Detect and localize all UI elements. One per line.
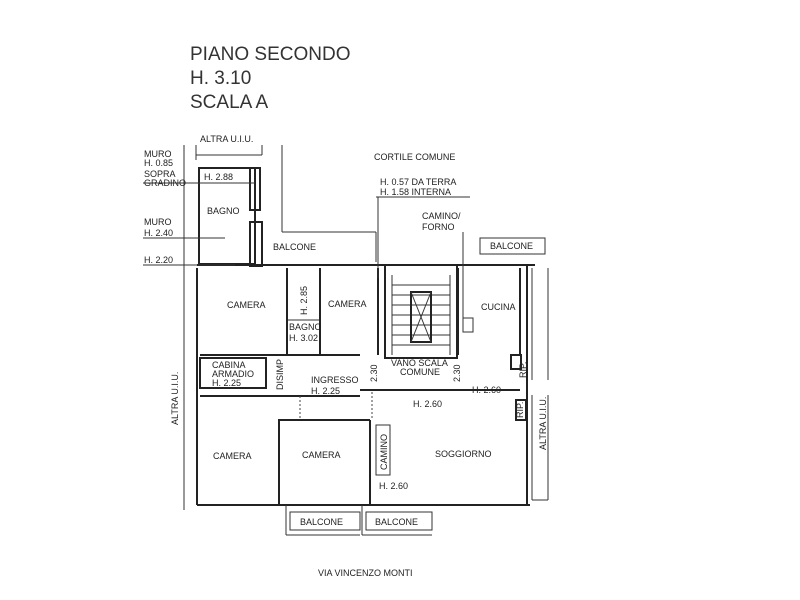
label-h225-ingresso: H. 2.25 [311,386,340,396]
label-camino: CAMINO [379,434,389,470]
label-h220: H. 2.20 [144,255,173,265]
label-h225-cabina: H. 2.25 [212,378,241,388]
room-armadio: ARMADIO [212,369,254,379]
label-h260-a: H. 2.60 [472,385,501,395]
label-sopra: SOPRA [144,169,176,179]
room-vano-scala: VANO SCALA [391,358,448,368]
label-altra-uiu-right: ALTRA U.I.U. [538,397,548,450]
label-h230-left: 2.30 [369,364,379,382]
label-rip-2: RIP. [515,402,525,418]
label-forno: FORNO [422,222,455,232]
room-soggiorno: SOGGIORNO [435,449,492,459]
label-balcone-bottom-right: BALCONE [375,517,418,527]
floor-title: PIANO SECONDO [190,44,350,65]
label-h288: H. 2.88 [204,172,233,182]
label-balcone-top-left: BALCONE [273,242,316,252]
label-altra-uiu-top: ALTRA U.I.U. [200,134,253,144]
label-camino-forno: CAMINO/ [422,211,461,221]
walls [143,145,549,536]
room-cucina: CUCINA [481,302,516,312]
label-da-terra: H. 0.57 DA TERRA [380,177,456,187]
label-muro-2: MURO [144,217,172,227]
label-altra-uiu-left: ALTRA U.I.U. [170,372,180,425]
room-camera-3: CAMERA [213,451,252,461]
room-cabina: CABINA [212,360,246,370]
label-muro-2-h: H. 2.40 [144,228,173,238]
floor-height: H. 3.10 [190,68,251,89]
stair-label: SCALA A [190,92,268,113]
labels: ALTRA U.I.U. ALTRA U.I.U. ALTRA U.I.U. M… [144,134,548,578]
room-ingresso: INGRESSO [311,375,359,385]
label-balcone-top-right: BALCONE [490,241,533,251]
room-camera-2: CAMERA [328,299,367,309]
label-interna: H. 1.58 INTERNA [380,187,451,197]
label-balcone-bottom-left: BALCONE [300,517,343,527]
room-camera-1: CAMERA [227,300,266,310]
label-h260-b: H. 2.60 [413,399,442,409]
room-bagno-small: BAGNO [289,322,322,332]
label-rip-1: RIP. [518,362,528,378]
street-name: VIA VINCENZO MONTI [318,568,413,578]
room-camera-4: CAMERA [302,450,341,460]
label-gradino: GRADINO [144,178,186,188]
room-vano-comune: COMUNE [400,367,440,377]
label-h260-c: H. 2.60 [379,481,408,491]
label-h230-right: 2.30 [452,364,462,382]
label-h285: H. 2.85 [299,286,309,315]
label-muro: MURO [144,149,172,159]
label-cortile: CORTILE COMUNE [374,152,455,162]
label-muro-h: H. 0.85 [144,158,173,168]
label-disimp: DISIMP [275,359,285,390]
label-h302: H. 3.02 [289,333,318,343]
room-bagno: BAGNO [207,206,240,216]
